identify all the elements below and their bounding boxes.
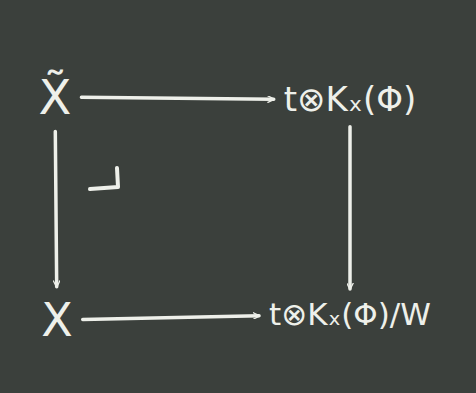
object-label: X xyxy=(41,295,73,346)
morphism-arrow xyxy=(81,97,273,99)
morphism-arrow xyxy=(55,131,56,286)
math-object: t⊗Kₓ(Φ)/W xyxy=(263,293,437,335)
math-object: t⊗Kₓ(Φ) xyxy=(278,77,423,122)
math-object: X xyxy=(35,291,79,350)
object-label: t⊗Kₓ(Φ) xyxy=(284,81,417,118)
morphism-arrow xyxy=(348,127,352,289)
pullback-mark xyxy=(90,168,118,189)
object-label: t⊗Kₓ(Φ)/W xyxy=(269,297,431,331)
object-label: X̃ xyxy=(39,71,72,124)
math-object: X̃ xyxy=(33,67,78,128)
morphism-arrow xyxy=(83,316,259,320)
